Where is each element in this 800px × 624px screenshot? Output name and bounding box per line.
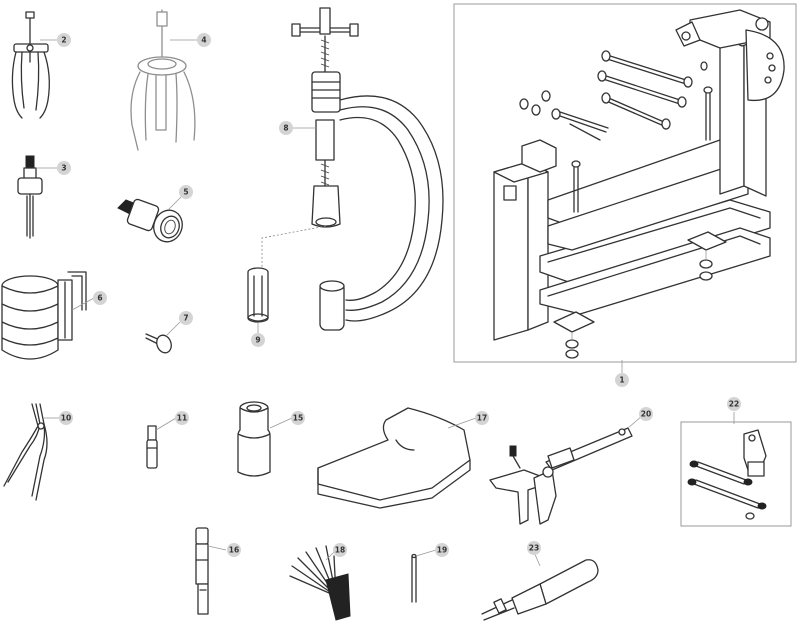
- part-6-ring-compressor: [1, 271, 87, 360]
- part-11-drift: [146, 425, 158, 469]
- part-22-frame: [680, 421, 792, 527]
- part-4-puller: [130, 9, 196, 151]
- callout-11: 11: [175, 411, 189, 425]
- part-3-hammer: [17, 155, 43, 239]
- callout-label-22: 22: [729, 400, 739, 409]
- callout-label-8: 8: [283, 124, 288, 133]
- callout-label-20: 20: [641, 410, 651, 419]
- part-20-holder: [489, 427, 633, 525]
- part-1-frame: [453, 3, 797, 363]
- callout-22: 22: [727, 397, 741, 411]
- callout-label-2: 2: [61, 36, 66, 45]
- callout-label-5: 5: [183, 188, 188, 197]
- callout-16: 16: [227, 543, 241, 557]
- callout-9: 9: [251, 333, 265, 347]
- callout-label-19: 19: [437, 546, 447, 555]
- part-10-pliers: [3, 403, 48, 501]
- callout-1: 1: [615, 373, 629, 387]
- callout-label-1: 1: [619, 376, 624, 385]
- part-2-puller: [11, 11, 50, 119]
- part-9-sleeve: [247, 267, 269, 323]
- callout-label-18: 18: [335, 546, 345, 555]
- callout-19: 19: [435, 543, 449, 557]
- callout-18: 18: [333, 543, 347, 557]
- callout-label-17: 17: [477, 414, 487, 423]
- callout-label-3: 3: [61, 164, 66, 173]
- link-8-9: [261, 225, 327, 268]
- callout-label-10: 10: [61, 414, 71, 423]
- part-1-engine-stand: [493, 9, 785, 359]
- part-19-rod: [411, 553, 417, 603]
- callout-23: 23: [527, 541, 541, 555]
- callout-8: 8: [279, 121, 293, 135]
- part-15-socket: [237, 401, 271, 477]
- callout-label-4: 4: [201, 36, 206, 45]
- callout-3: 3: [57, 161, 71, 175]
- callout-label-23: 23: [529, 544, 539, 553]
- callout-15: 15: [291, 411, 305, 425]
- callout-label-9: 9: [255, 336, 260, 345]
- callout-17: 17: [475, 411, 489, 425]
- part-18-feeler-gauge: [289, 545, 351, 621]
- leader-lines: [36, 39, 735, 567]
- part-1-bolts: [519, 50, 713, 213]
- part-23-tool: [481, 559, 599, 621]
- callout-20: 20: [639, 407, 653, 421]
- callout-label-16: 16: [229, 546, 239, 555]
- part-5-adapter: [117, 198, 183, 243]
- callout-4: 4: [197, 33, 211, 47]
- part-7-pin: [145, 333, 172, 354]
- part-8-clamp: [291, 7, 444, 331]
- part-16-tool: [195, 527, 209, 615]
- callout-6: 6: [93, 291, 107, 305]
- callout-2: 2: [57, 33, 71, 47]
- callout-5: 5: [179, 185, 193, 199]
- callout-10: 10: [59, 411, 73, 425]
- part-17-plate: [317, 407, 471, 509]
- part-22-kit: [687, 429, 767, 520]
- callout-7: 7: [179, 311, 193, 325]
- callout-label-15: 15: [293, 414, 303, 423]
- callout-label-11: 11: [177, 414, 187, 423]
- callout-label-6: 6: [97, 294, 102, 303]
- callout-label-7: 7: [183, 314, 188, 323]
